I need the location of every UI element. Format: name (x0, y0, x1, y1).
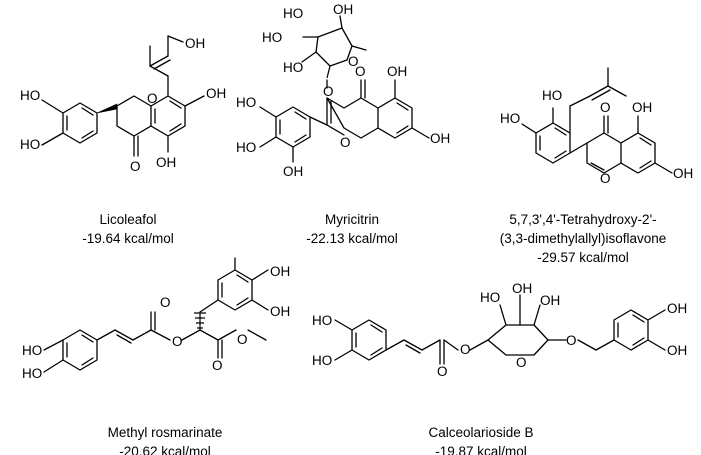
atom-label: OH (270, 304, 290, 319)
methyl-rosmarinate-structure (43, 257, 269, 373)
atom-label: O (340, 135, 351, 150)
calceolarioside-b-structure (334, 294, 666, 365)
atom-label: O (516, 355, 527, 370)
atom-label: O (147, 91, 158, 106)
atom-label: HO (22, 366, 42, 381)
methyl-rosmarinate-name: Methyl rosmarinate (108, 425, 223, 440)
atom-label: O (437, 364, 448, 379)
myricitrin-name: Myricitrin (325, 212, 379, 227)
atom-label: OH (512, 281, 532, 296)
myricitrin-energy: -22.13 kcal/mol (306, 231, 398, 246)
atom-label: OH (156, 155, 176, 170)
atom-label: O (600, 171, 611, 186)
atom-label: HO (20, 137, 40, 152)
atom-label: O (566, 333, 577, 348)
atom-label: HO (500, 111, 520, 126)
atom-label: OH (667, 343, 687, 358)
atom-label: HO (312, 313, 332, 328)
atom-label: OH (270, 264, 290, 279)
atom-label: OH (673, 166, 693, 181)
atom-label: HO (236, 95, 256, 110)
atom-label: OH (540, 293, 560, 308)
atom-label: O (460, 342, 471, 357)
atom-label: HO (283, 60, 303, 75)
atom-label: O (212, 358, 223, 373)
isoflavone-structure (521, 67, 673, 174)
atom-label: OH (206, 86, 226, 101)
atom-label: O (130, 159, 141, 174)
myricitrin-structure (259, 15, 430, 163)
atom-label: HO (542, 88, 562, 103)
isoflavone-name-line2: (3,3-dimethylallyl)isoflavone (500, 231, 667, 246)
licoleafol-energy: -19.64 kcal/mol (82, 231, 174, 246)
atom-label: O (172, 334, 183, 349)
licoleafol-structure (41, 35, 205, 157)
atom-label: HO (312, 353, 332, 368)
atom-label: O (237, 332, 248, 347)
atom-label: HO (20, 88, 40, 103)
calceolarioside-b-energy: -19.87 kcal/mol (435, 444, 527, 455)
atom-label: HO (480, 290, 500, 305)
atom-label: OH (387, 64, 407, 79)
atom-label: OH (667, 301, 687, 316)
atom-label: O (355, 64, 366, 79)
atom-label: O (160, 295, 171, 310)
isoflavone-name-line1: 5,7,3',4'-Tetrahydroxy-2'- (509, 212, 656, 227)
atom-label: O (600, 100, 611, 115)
isoflavone-energy: -29.57 kcal/mol (537, 250, 629, 265)
atom-label: HO (22, 343, 42, 358)
atom-label: OH (185, 36, 205, 51)
atom-label: OH (333, 2, 353, 17)
atom-label: HO (283, 6, 303, 21)
atom-label: OH (283, 164, 303, 179)
atom-label: OH (430, 131, 450, 146)
atom-label: OH (632, 100, 652, 115)
atom-label: HO (236, 140, 256, 155)
licoleafol-name: Licoleafol (99, 212, 156, 227)
atom-label: O (348, 54, 359, 69)
atom-label: HO (262, 30, 282, 45)
calceolarioside-b-name: Calceolarioside B (428, 425, 533, 440)
atom-label: O (323, 84, 334, 99)
methyl-rosmarinate-energy: -20.62 kcal/mol (119, 444, 211, 455)
